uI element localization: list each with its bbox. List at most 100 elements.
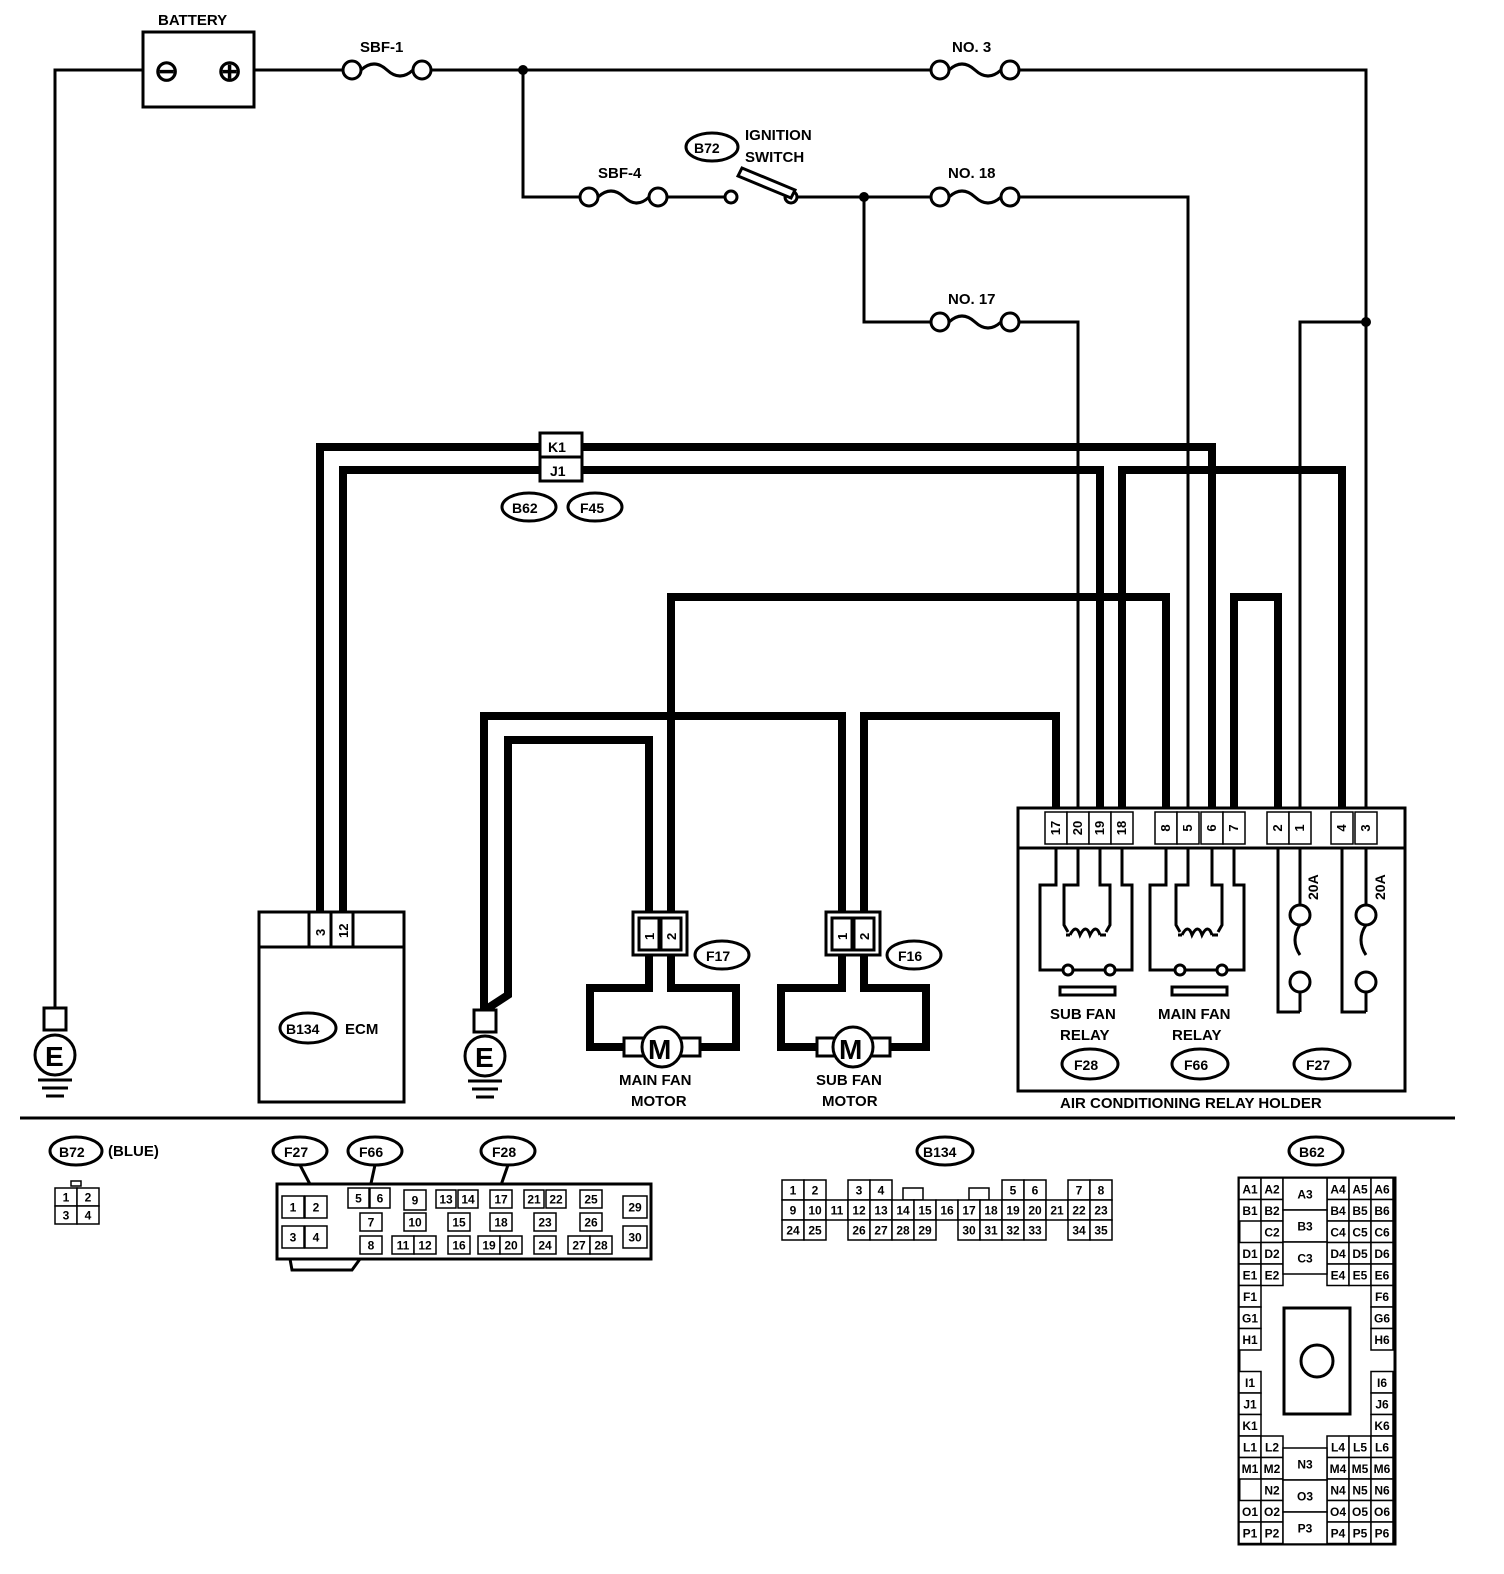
b62-pin-N6: N6	[1374, 1483, 1390, 1497]
f66-pinout-label: F66	[359, 1144, 383, 1160]
b72-ignition-label: B72	[694, 140, 720, 156]
b62-pin-H1-cell	[1238, 1327, 1262, 1351]
b62-pin-M4: M4	[1330, 1462, 1347, 1476]
b62-pin-O4: O4	[1330, 1505, 1346, 1519]
relay-holder-pin-8: 8	[1158, 824, 1173, 831]
b62-pin-F6: F6	[1375, 1290, 1389, 1304]
main-fan-motor-label-2: MOTOR	[631, 1093, 687, 1110]
b62-pin-D5: D5	[1352, 1247, 1368, 1261]
f-block-pin-15-cell	[447, 1212, 471, 1232]
b72-pin-4-cell	[76, 1205, 100, 1225]
b134-pin-24: 24	[786, 1224, 800, 1238]
b62-pin-A1: A1	[1242, 1182, 1258, 1196]
b134-pin-3: 3	[856, 1184, 863, 1198]
b62-pin-B5: B5	[1352, 1204, 1368, 1218]
b62-pin-N3-cell	[1282, 1447, 1328, 1481]
f-block-pin-5-cell	[347, 1187, 370, 1209]
b62-pin-M6: M6	[1374, 1462, 1391, 1476]
relay-holder-pin-2: 2	[1270, 824, 1285, 831]
relay-holder-pin-18: 18	[1114, 821, 1129, 835]
relay-holder-pin-4: 4	[1334, 824, 1349, 832]
b134-pin-16: 16	[940, 1204, 954, 1218]
battery-minus-icon: ⊖	[154, 55, 179, 88]
f-block-pin-16: 16	[452, 1239, 466, 1253]
b62-pin-I1: I1	[1245, 1376, 1255, 1390]
b134-pin-35: 35	[1094, 1224, 1108, 1238]
b62-pin-B3: B3	[1297, 1220, 1313, 1234]
harness-wires	[316, 443, 1346, 1051]
b62-pin-C4: C4	[1330, 1225, 1346, 1239]
f27-relay-label: F27	[1306, 1057, 1330, 1073]
f45-label: F45	[580, 500, 604, 516]
f-block-pin-12: 12	[418, 1239, 432, 1253]
b62-pin-O1: O1	[1242, 1505, 1258, 1519]
ecm: 3 12 B134 ECM	[257, 910, 406, 1104]
b62-pin-B4: B4	[1330, 1204, 1346, 1218]
b62-pin-E2: E2	[1265, 1268, 1280, 1282]
relay-holder-pin-3-cell	[1354, 811, 1378, 845]
ecm-label: ECM	[345, 1021, 378, 1038]
b62-pin-H6: H6	[1374, 1333, 1390, 1347]
b134-pin-9: 9	[790, 1204, 797, 1218]
b62-pin-P5: P5	[1353, 1526, 1368, 1540]
b134-pin-12: 12	[852, 1204, 866, 1218]
sub-fan-motor: 1 2 F16 M SUB FAN MOTOR	[815, 910, 943, 1110]
b62-label: B62	[512, 500, 538, 516]
b62-pin-E6: E6	[1375, 1268, 1390, 1282]
b134-pin-11: 11	[831, 1204, 844, 1218]
ecm-pin3: 3	[313, 929, 328, 936]
fuse-sbf4: SBF-4	[578, 165, 669, 208]
b72-pin-2: 2	[85, 1191, 92, 1205]
b62-pin-F1: F1	[1243, 1290, 1257, 1304]
b62-pin-P4: P4	[1331, 1526, 1346, 1540]
f27-pinout-label: F27	[284, 1144, 308, 1160]
b134-pin-13: 13	[874, 1204, 888, 1218]
main-fan-relay-label-1: MAIN FAN	[1158, 1006, 1231, 1023]
f-block-pin-8-cell	[359, 1235, 383, 1255]
relay-holder-pin-5-cell	[1176, 811, 1200, 845]
b134-pinout-label: B134	[923, 1144, 957, 1160]
k1-label: K1	[548, 439, 566, 455]
f-block-pin-14-cell	[457, 1189, 479, 1209]
f-block-pin-18-cell	[489, 1212, 513, 1232]
b134-pin-6: 6	[1032, 1184, 1039, 1198]
b62-pin-M2: M2	[1264, 1462, 1281, 1476]
f17-pin2: 2	[664, 933, 679, 940]
fuse-no3: NO. 3	[929, 39, 1021, 81]
relay-holder-pin-3: 3	[1358, 824, 1373, 831]
b62-pin-L1: L1	[1243, 1440, 1257, 1454]
f-block-pin-2-cell	[304, 1195, 328, 1219]
b134-pin-1: 1	[790, 1184, 797, 1198]
f-block-pin-9-cell	[403, 1189, 427, 1211]
b134-pin-21: 21	[1050, 1204, 1064, 1218]
b62-pin-A6: A6	[1374, 1182, 1390, 1196]
b134-pin-35-cell	[1089, 1219, 1113, 1241]
b134-pin-18: 18	[984, 1204, 998, 1218]
no18-label: NO. 18	[948, 165, 996, 182]
b62-pin-A4: A4	[1330, 1182, 1346, 1196]
f-block-pin-18: 18	[494, 1216, 508, 1230]
f-block-pin-6-cell	[369, 1187, 391, 1209]
b62-pin-B2: B2	[1264, 1204, 1280, 1218]
f-block-pin-11: 11	[397, 1239, 410, 1253]
f-block-pin-29-cell	[622, 1195, 648, 1219]
f-block-pin-10-cell	[403, 1212, 427, 1232]
b134-pin-19: 19	[1006, 1204, 1020, 1218]
f-block-pin-21-cell	[523, 1189, 545, 1209]
f-block-pin-13-cell	[435, 1189, 457, 1209]
b134-pin-25: 25	[808, 1224, 822, 1238]
b134-pin-28: 28	[896, 1224, 910, 1238]
b72-pin-3: 3	[63, 1209, 70, 1223]
b134-pin-15: 15	[918, 1204, 932, 1218]
fuse-no18: NO. 18	[929, 165, 1021, 208]
b62-pin-P3: P3	[1298, 1522, 1313, 1536]
b62-pin-N3: N3	[1297, 1458, 1313, 1472]
b62-pin-P1: P1	[1243, 1526, 1258, 1540]
f-block-pin-7-cell	[359, 1212, 383, 1232]
